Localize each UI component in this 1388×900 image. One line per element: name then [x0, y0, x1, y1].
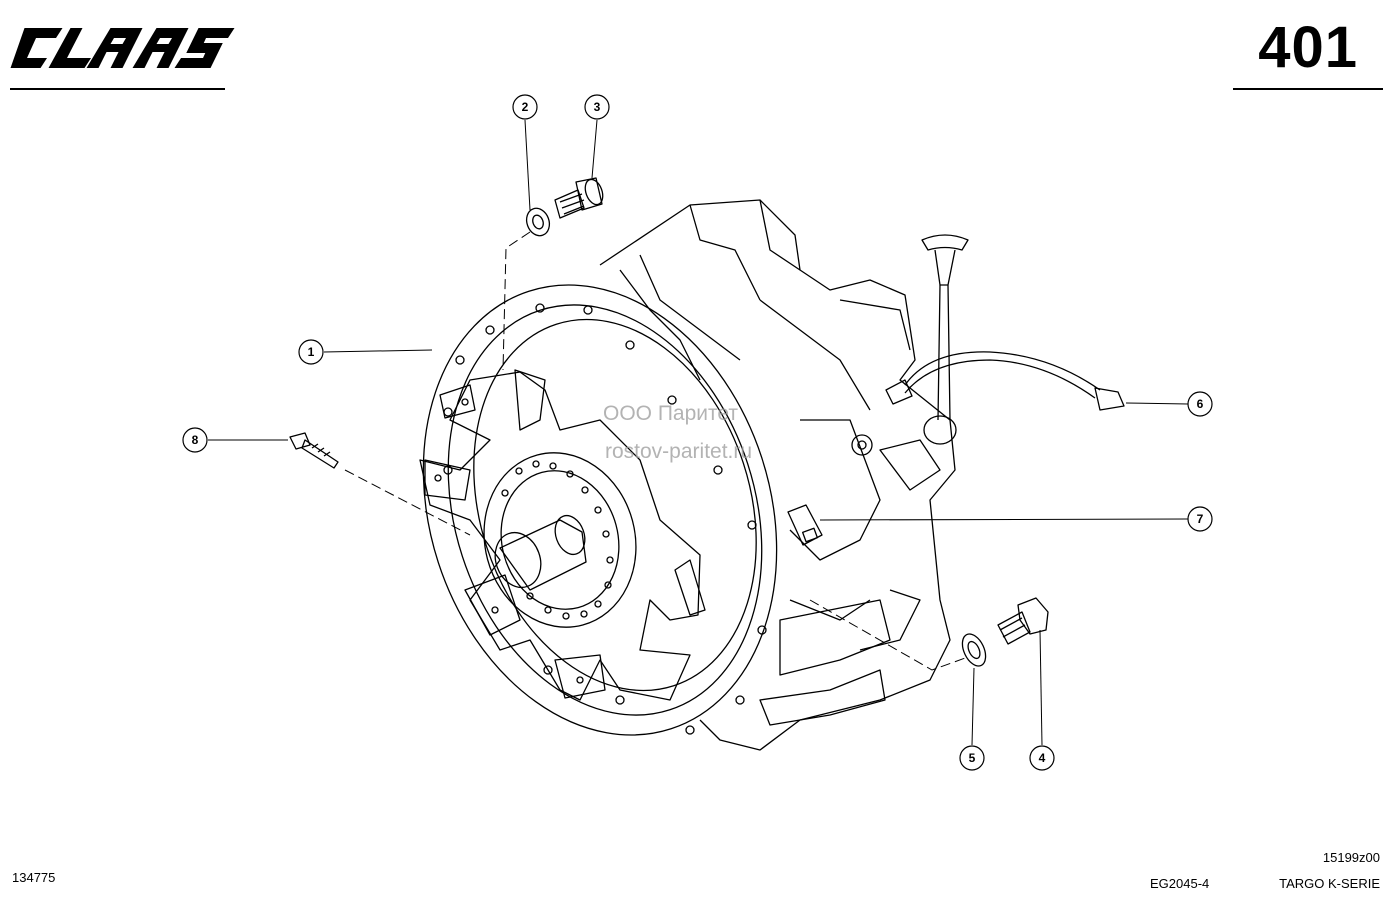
callout-5-label: 5	[969, 751, 976, 765]
callout-8-label: 8	[192, 433, 199, 447]
header-rule-left	[10, 88, 225, 90]
install-line-2	[502, 231, 531, 371]
sealing-ring-2	[525, 207, 551, 237]
install-line-8	[344, 469, 471, 536]
callout-7-label: 7	[1197, 512, 1204, 526]
leader-7	[819, 518, 1189, 521]
page-number: 401	[1258, 15, 1358, 80]
header-rule-right	[1233, 88, 1383, 90]
callout-7: 7	[1187, 506, 1213, 532]
footer-left-code: 134775	[12, 870, 56, 885]
leader-1	[323, 349, 433, 353]
footer-drawing-code: 15199z00	[1322, 850, 1380, 865]
footer-series: TARGO K-SERIE	[1279, 876, 1380, 891]
footer-group-code: EG2045-4	[1150, 876, 1210, 891]
callout-8: 8	[182, 427, 208, 453]
callout-4-label: 4	[1039, 751, 1046, 765]
callout-1: 1	[298, 339, 324, 365]
hub-assembly	[483, 452, 637, 628]
callout-4: 4	[1029, 745, 1055, 771]
leader-2	[524, 119, 531, 211]
leader-5	[971, 667, 975, 746]
oil-pipe	[885, 351, 1125, 411]
callout-2-label: 2	[522, 100, 529, 114]
callout-6-label: 6	[1197, 397, 1204, 411]
washer-5	[961, 633, 987, 667]
dipstick	[921, 234, 969, 421]
callout-1-label: 1	[308, 345, 315, 359]
callout-3-label: 3	[594, 100, 601, 114]
leader-6	[1125, 402, 1189, 405]
leader-3	[591, 119, 598, 179]
screw-8	[289, 432, 339, 469]
hex-bolt-4	[997, 597, 1049, 645]
leader-4	[1039, 629, 1043, 746]
callout-6: 6	[1187, 391, 1213, 417]
watermark-company: ООО Паритет	[603, 402, 739, 425]
claas-logo	[10, 22, 235, 74]
callout-3: 3	[584, 94, 610, 120]
callout-2: 2	[512, 94, 538, 120]
gearbox-housing	[599, 199, 957, 751]
callout-5: 5	[959, 745, 985, 771]
claas-logo-graphic	[10, 28, 235, 68]
install-line-5	[809, 599, 969, 671]
plug-screw-3	[554, 177, 604, 219]
bell-housing-flange	[422, 284, 778, 736]
drive-plate	[419, 369, 706, 701]
pressure-switch	[787, 504, 823, 546]
watermark-site: rostov-paritet.ru	[605, 440, 753, 463]
